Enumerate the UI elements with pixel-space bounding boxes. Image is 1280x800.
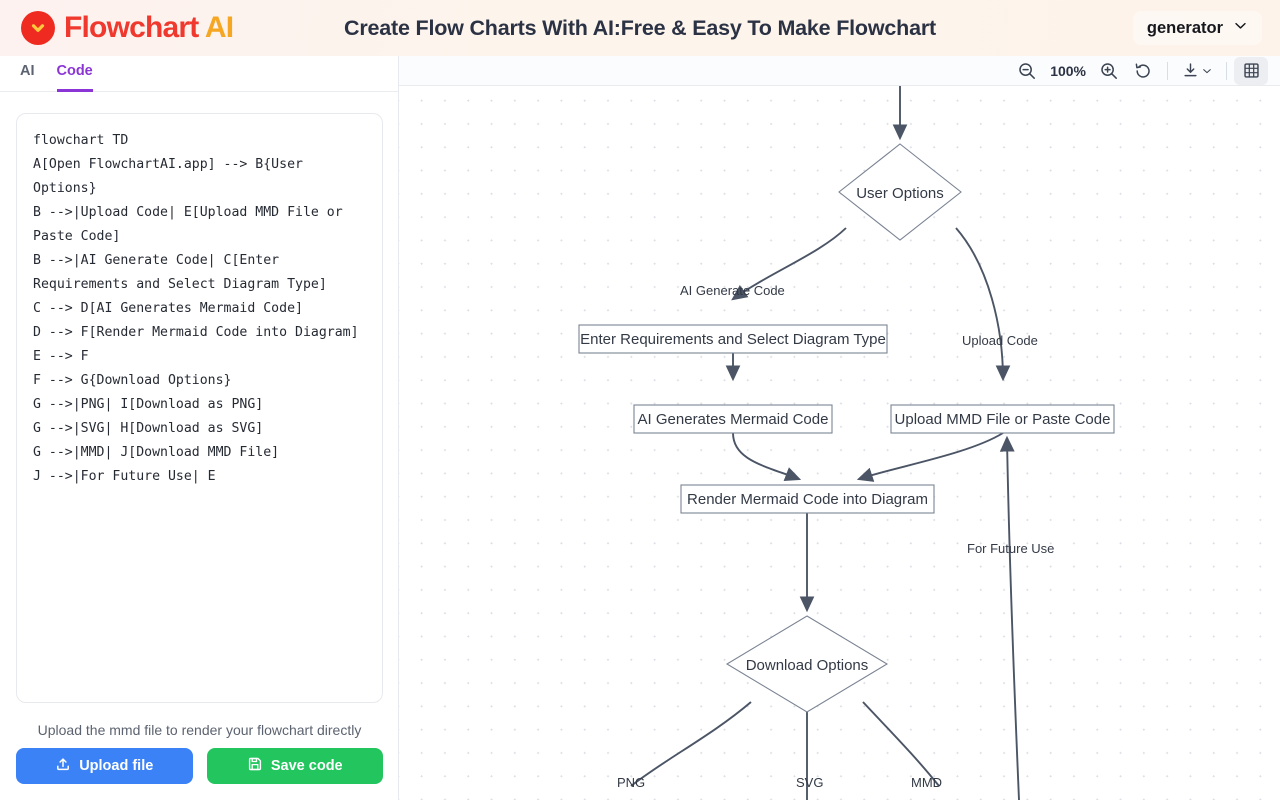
- generator-label: generator: [1146, 18, 1223, 37]
- left-panel: AI Code flowchart TD A[Open FlowchartAI.…: [0, 56, 399, 800]
- zoom-out-icon[interactable]: [1010, 57, 1044, 85]
- panel-action-buttons: Upload file Save code: [16, 748, 383, 784]
- node-user-options[interactable]: User Options: [856, 185, 944, 202]
- upload-icon: [55, 756, 71, 776]
- diagram-canvas-area: 100%: [399, 56, 1280, 800]
- edge-label-ai-generate-code: AI Generate Code: [680, 283, 785, 298]
- tab-ai[interactable]: AI: [20, 63, 35, 79]
- upload-file-button[interactable]: Upload file: [16, 748, 193, 784]
- code-editor-container[interactable]: flowchart TD A[Open FlowchartAI.app] -->…: [16, 113, 383, 703]
- panel-tabs: AI Code: [0, 56, 398, 92]
- logo-text-primary: Flowchart: [64, 11, 199, 44]
- save-code-label: Save code: [270, 758, 343, 774]
- node-download-options[interactable]: Download Options: [745, 657, 869, 674]
- node-upload-mmd-file[interactable]: Upload MMD File or Paste Code: [894, 411, 1111, 428]
- tab-code[interactable]: Code: [56, 63, 93, 92]
- code-editor-input[interactable]: flowchart TD A[Open FlowchartAI.app] -->…: [33, 133, 359, 484]
- canvas-toolbar: 100%: [399, 56, 1280, 86]
- save-disk-icon: [247, 756, 263, 776]
- upload-hint-text: Upload the mmd file to render your flowc…: [37, 722, 362, 738]
- edge-label-png: PNG: [617, 775, 646, 790]
- toolbar-divider-1: [1167, 61, 1168, 80]
- logo-text: Flowchart AI: [64, 11, 234, 45]
- chevron-down-icon: [1203, 68, 1211, 73]
- edge-label-upload-code: Upload Code: [962, 333, 1038, 348]
- logo-text-secondary: AI: [204, 11, 234, 44]
- toolbar-divider-2: [1226, 61, 1227, 80]
- generator-dropdown[interactable]: generator: [1132, 11, 1262, 45]
- edge-label-for-future-use: For Future Use: [967, 541, 1055, 556]
- grid-toggle-button[interactable]: [1234, 56, 1268, 85]
- reset-rotate-icon[interactable]: [1126, 57, 1160, 85]
- app-logo[interactable]: Flowchart AI: [21, 11, 234, 45]
- edge-label-svg: SVG: [796, 775, 824, 790]
- zoom-in-icon[interactable]: [1092, 57, 1126, 85]
- node-render-mermaid-code[interactable]: Render Mermaid Code into Diagram: [687, 491, 928, 508]
- node-enter-requirements[interactable]: Enter Requirements and Select Diagram Ty…: [580, 331, 886, 348]
- save-code-button[interactable]: Save code: [206, 748, 383, 784]
- download-button[interactable]: [1175, 57, 1219, 85]
- chevron-down-icon: [1233, 18, 1248, 38]
- upload-file-label: Upload file: [79, 758, 154, 774]
- edge-label-mmd: MMD: [911, 775, 943, 790]
- flowchart-canvas[interactable]: B (enters top of diamond) --> C (AI Gene…: [399, 86, 1280, 800]
- chevron-down-circle-icon: [21, 11, 55, 45]
- zoom-level-label[interactable]: 100%: [1044, 63, 1092, 79]
- node-ai-generates-mermaid-code[interactable]: AI Generates Mermaid Code: [637, 411, 829, 428]
- flowchart-svg: B (enters top of diamond) --> C (AI Gene…: [578, 86, 1115, 800]
- app-header: Flowchart AI Create Flow Charts With AI:…: [0, 0, 1280, 56]
